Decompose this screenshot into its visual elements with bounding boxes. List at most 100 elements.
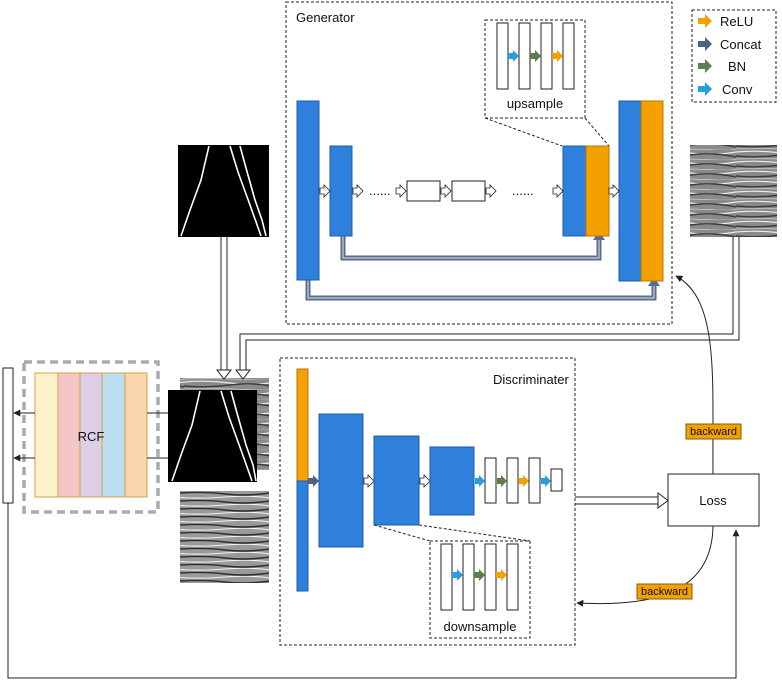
pipe-mask-down (220, 237, 228, 372)
downsample-inset-frame (429, 540, 531, 639)
generator-title: Generator (296, 10, 355, 25)
pipe-output-to-disc (239, 237, 740, 372)
rcf-to-loss-line (7, 503, 740, 679)
fault-mask-stacked-image (168, 390, 257, 482)
generator-frame (285, 1, 673, 325)
decoder-block-1-blue (618, 100, 642, 282)
rcf-output-bar (2, 367, 14, 504)
discriminator-frame (279, 357, 576, 646)
rcf-band (34, 372, 59, 498)
rcf-band (124, 372, 148, 498)
legend-concat-arrow-icon (698, 37, 712, 51)
downsample-layer (462, 543, 475, 611)
rcf-band (101, 372, 126, 498)
fault-lines-stacked (171, 390, 257, 482)
relu-arrow-icon (552, 50, 563, 62)
relu-arrow-icon (519, 475, 529, 487)
bn-arrow-icon (497, 475, 507, 487)
inset-callout-line (418, 524, 531, 542)
backward-tag-bottom (636, 583, 693, 600)
forward-arrow-icon (352, 184, 364, 198)
backward-tag-top (685, 423, 742, 440)
bn-arrow-icon (530, 50, 541, 62)
inset-callout-line (484, 117, 563, 147)
rcf-label: RCF (78, 429, 105, 444)
forward-arrow-icon (395, 184, 407, 198)
inset-callout-line (584, 117, 610, 147)
fault-mask-image (178, 145, 269, 237)
concat-arrow-icon (308, 475, 319, 487)
disc-input-orange (296, 368, 309, 482)
forward-arrow-icon (319, 184, 331, 198)
conv-arrow-icon (541, 475, 551, 487)
skip-connection-outer (305, 280, 657, 301)
legend-relu-label: ReLU (720, 14, 753, 29)
skip-connection-outer-highlight (307, 280, 655, 299)
backward-to-generator (675, 275, 714, 475)
bottleneck-block-1 (406, 180, 441, 202)
downsample-layer (506, 543, 519, 611)
legend-conv-arrow-icon (698, 82, 712, 96)
ellipsis-right: ...... (512, 183, 534, 198)
forward-arrow-icon (608, 184, 620, 198)
loss-label: Loss (699, 493, 727, 508)
disc-output-node (550, 468, 563, 492)
legend-bn-arrow-icon (698, 59, 712, 73)
upsample-label: upsample (507, 96, 563, 111)
skip-connection-inner-highlight (342, 236, 600, 259)
encoder-block-2 (329, 145, 353, 237)
decoder-block-2-blue (562, 145, 587, 237)
forward-arrow-icon (419, 474, 431, 488)
forward-arrow-icon (440, 184, 452, 198)
ellipsis-left: ...... (369, 183, 391, 198)
downsample-label: downsample (444, 619, 517, 634)
decoder-block-2-orange (585, 145, 610, 237)
legend-concat-label: Concat (720, 37, 762, 52)
pipe-arrow-icon (215, 369, 233, 380)
upsample-inset-frame (484, 19, 586, 119)
legend-bn-label: BN (728, 59, 746, 74)
seismic-output-image (690, 145, 777, 237)
forward-arrow-icon (363, 474, 375, 488)
decoder-block-1-orange (640, 100, 664, 282)
conv-arrow-icon (452, 569, 463, 581)
conv-arrow-icon (475, 475, 485, 487)
disc-block-3 (429, 446, 475, 516)
legend-relu-arrow-icon (698, 14, 712, 28)
disc-layer (528, 457, 541, 504)
rcf-frame (22, 360, 160, 514)
inset-callout-line (373, 524, 431, 542)
disc-layer (506, 457, 519, 504)
forward-arrow-icon (552, 184, 564, 198)
upsample-layer (562, 22, 575, 90)
encoder-block-1 (296, 100, 320, 281)
pipe-arrow-icon (657, 492, 669, 509)
skip-connection-inner (340, 236, 602, 261)
pipe-disc-to-loss (575, 496, 660, 505)
disc-input-blue (296, 480, 309, 592)
upsample-layer (496, 22, 509, 90)
downsample-layer (484, 543, 497, 611)
upsample-layer (540, 22, 553, 90)
disc-block-1 (318, 413, 364, 548)
legend-frame (691, 9, 777, 103)
seismic-real-image (180, 491, 269, 583)
conv-arrow-icon (508, 50, 519, 62)
backward-label-top: backward (690, 426, 737, 438)
disc-layer (484, 457, 497, 504)
discriminator-title: Discriminater (493, 372, 570, 387)
downsample-layer (440, 543, 453, 611)
legend-conv-label: Conv (722, 82, 753, 97)
fault-lines (180, 145, 267, 237)
upsample-layer (518, 22, 531, 90)
loss-box (667, 473, 760, 527)
bn-arrow-icon (474, 569, 485, 581)
relu-arrow-icon (496, 569, 507, 581)
disc-block-2 (373, 435, 420, 526)
forward-arrow-icon (485, 184, 497, 198)
pipe-arrow-icon (234, 369, 252, 380)
bottleneck-block-2 (451, 180, 486, 202)
backward-label-bottom: backward (641, 586, 688, 598)
